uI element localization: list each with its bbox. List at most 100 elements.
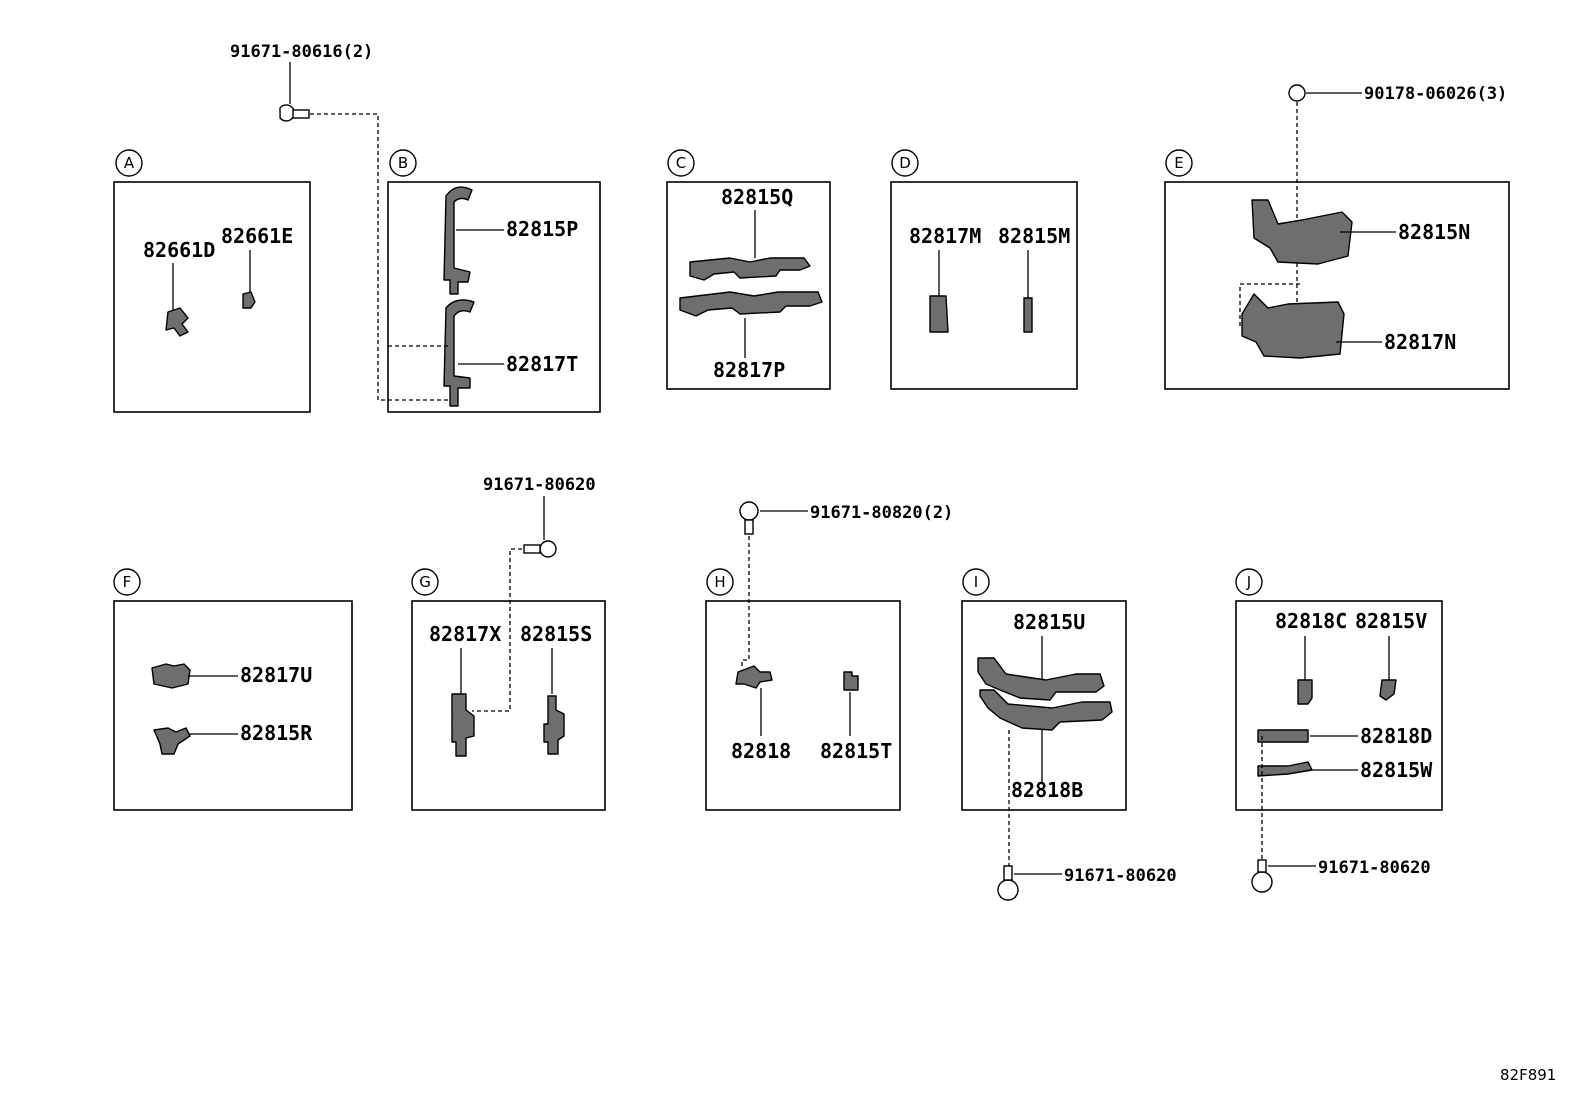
group-i: I 82815U 82818B 91671-80620 <box>961 568 1177 901</box>
part-label-82815n: 82815N <box>1398 220 1470 244</box>
part-82815p-illustration <box>443 186 473 295</box>
part-label-82815w: 82815W <box>1360 758 1433 782</box>
part-82815t-illustration <box>843 671 859 691</box>
part-label-82818b: 82818B <box>1011 778 1083 802</box>
nut-icon <box>1288 84 1306 102</box>
part-label-82815p: 82815P <box>506 217 578 241</box>
part-label-82818: 82818 <box>731 739 791 763</box>
group-e: E 90178-06026(3) 82815N 82817N <box>1164 84 1510 390</box>
illustration-id: 82F891 <box>1500 1066 1556 1084</box>
group-b-marker <box>389 149 417 177</box>
fastener-label-91671-80620-g: 91671-80620 <box>483 475 596 495</box>
group-b: 91671-80616(2) B 82815P 82817T <box>230 42 601 413</box>
part-label-82815r: 82815R <box>240 721 313 745</box>
group-f-box <box>113 600 353 811</box>
part-82661d-illustration <box>165 307 189 337</box>
group-a: A 82661D 82661E <box>113 149 311 413</box>
part-label-82817u: 82817U <box>240 663 312 687</box>
group-j-letter: J <box>1246 573 1251 591</box>
part-label-82815m: 82815M <box>998 224 1070 248</box>
group-j: J 82818C 82815V 82818D 82815W 91671-8062… <box>1235 568 1443 893</box>
group-j-marker <box>1235 568 1263 596</box>
part-82815s-illustration <box>543 695 565 755</box>
group-d-letter: D <box>899 154 911 172</box>
group-h: 91671-80820(2) H 82818 82815T <box>705 501 953 811</box>
part-82818c-illustration <box>1297 679 1313 705</box>
part-label-82815v: 82815V <box>1355 609 1427 633</box>
part-label-82661d: 82661D <box>143 238 215 262</box>
part-label-82661e: 82661E <box>221 224 293 248</box>
fastener-label-90178-06026: 90178-06026(3) <box>1364 84 1507 104</box>
bolt-head-icon-h <box>739 501 759 521</box>
group-e-letter: E <box>1174 154 1183 172</box>
group-i-letter: I <box>974 573 978 591</box>
group-g-box <box>411 600 606 811</box>
part-82817t-illustration <box>443 299 475 407</box>
part-82817p-illustration <box>679 291 823 317</box>
part-82817n-illustration <box>1241 293 1345 359</box>
part-label-82815t: 82815T <box>820 739 892 763</box>
group-g: 91671-80620 G 82817X 82815S <box>411 475 606 811</box>
group-h-letter: H <box>714 573 725 591</box>
group-h-box <box>705 600 901 811</box>
group-e-box <box>1164 181 1510 390</box>
group-i-marker <box>962 568 990 596</box>
part-label-82817t: 82817T <box>506 352 578 376</box>
part-82815w-illustration <box>1257 761 1313 777</box>
group-f: F 82817U 82815R <box>113 568 353 811</box>
group-d-marker <box>891 149 919 177</box>
fastener-label-91671-80620-j: 91671-80620 <box>1318 858 1431 878</box>
part-82818-illustration <box>735 665 773 689</box>
part-82815n-illustration <box>1251 199 1353 265</box>
group-c-letter: C <box>676 154 686 172</box>
part-82815v-illustration <box>1379 679 1397 701</box>
group-c-box <box>666 181 831 390</box>
part-label-82818d: 82818D <box>1360 724 1432 748</box>
bolt-shank-icon <box>292 109 310 119</box>
part-label-82815q: 82815Q <box>721 185 793 209</box>
group-b-box <box>387 181 601 413</box>
group-h-marker <box>706 568 734 596</box>
group-a-letter: A <box>124 154 135 172</box>
group-g-marker <box>411 568 439 596</box>
part-label-82817p: 82817P <box>713 358 785 382</box>
part-82817u-illustration <box>151 663 191 689</box>
bolt-icon <box>279 104 295 122</box>
part-82817x-illustration <box>451 693 475 757</box>
part-label-82815s: 82815S <box>520 622 592 646</box>
part-82817m-illustration <box>929 295 949 333</box>
part-82818d-illustration <box>1257 729 1309 743</box>
fastener-label-91671-80616: 91671-80616(2) <box>230 42 373 62</box>
part-label-82815u: 82815U <box>1013 610 1085 634</box>
group-f-letter: F <box>123 573 132 591</box>
group-c: C 82815Q 82817P <box>666 149 831 390</box>
group-a-box <box>113 181 311 413</box>
group-a-marker <box>115 149 143 177</box>
part-82661e-illustration <box>242 291 256 309</box>
part-82815r-illustration <box>153 727 191 755</box>
group-d: D 82817M 82815M <box>890 149 1078 390</box>
group-g-letter: G <box>419 573 431 591</box>
bolt-shank-icon-h <box>744 519 754 535</box>
screw-shank-icon-g <box>523 544 541 554</box>
screw-shank-icon-j <box>1257 859 1267 873</box>
fastener-label-91671-80820: 91671-80820(2) <box>810 503 953 523</box>
group-c-marker <box>667 149 695 177</box>
part-82815m-illustration <box>1023 297 1033 333</box>
group-b-letter: B <box>398 154 408 172</box>
group-d-box <box>890 181 1078 390</box>
part-label-82817x: 82817X <box>429 622 501 646</box>
group-e-marker <box>1165 149 1193 177</box>
group-i-box <box>961 600 1127 811</box>
part-82815u-illustration <box>977 657 1105 701</box>
group-j-box <box>1235 600 1443 811</box>
part-label-82818c: 82818C <box>1275 609 1347 633</box>
part-82815q-illustration <box>689 257 811 281</box>
screw-icon-i <box>997 879 1019 901</box>
part-label-82817n: 82817N <box>1384 330 1456 354</box>
part-label-82817m: 82817M <box>909 224 981 248</box>
part-82818b-illustration <box>979 689 1113 731</box>
group-f-marker <box>113 568 141 596</box>
screw-shank-icon-i <box>1003 865 1013 881</box>
